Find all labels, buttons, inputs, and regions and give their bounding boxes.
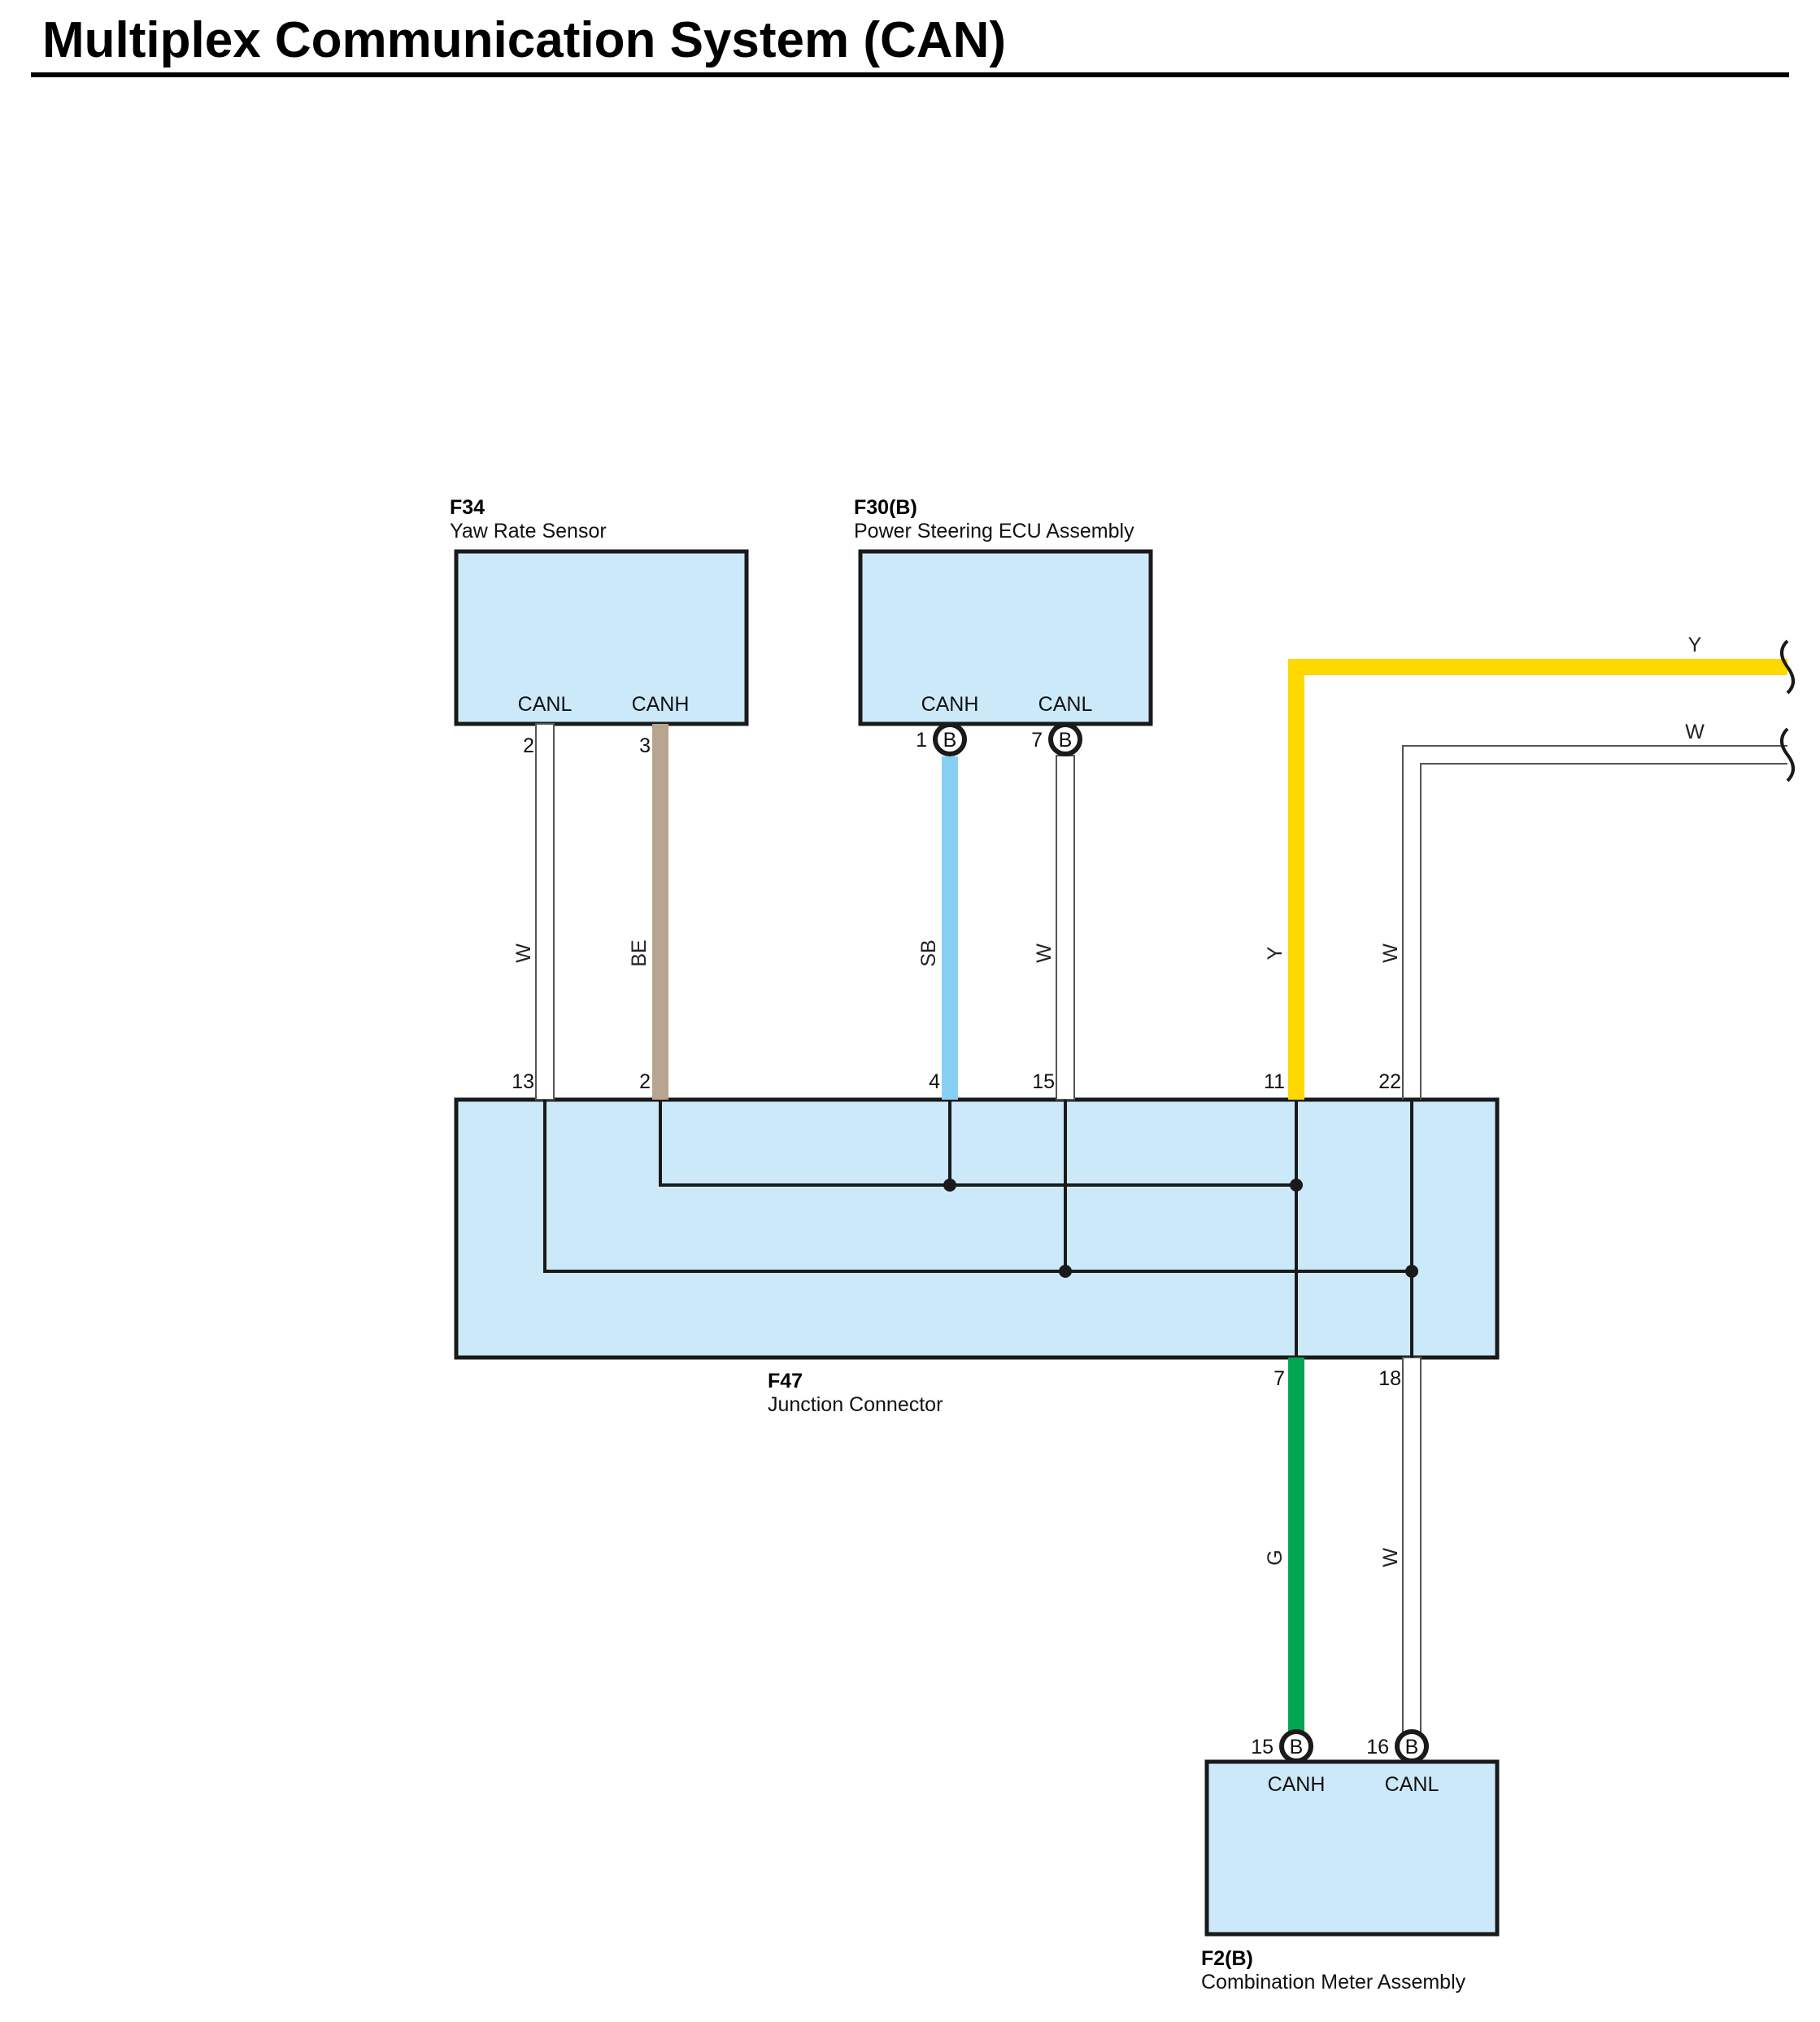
f34-box[interactable] <box>454 549 749 726</box>
f34-code: F34 <box>450 496 485 519</box>
f47-pin-13: 13 <box>512 1070 534 1093</box>
break-mark-w <box>1780 727 1795 782</box>
f30-name: Power Steering ECU Assembly <box>854 520 1134 543</box>
f34-terminal-canl: CANL <box>518 693 573 716</box>
f2-pin15-badge: B <box>1279 1729 1313 1763</box>
f47-pin-22: 22 <box>1378 1070 1401 1093</box>
f34-name: Yaw Rate Sensor <box>450 520 607 543</box>
f30-code: F30(B) <box>854 496 917 519</box>
f30-pin-7: 7 <box>1031 729 1043 752</box>
page-title: Multiplex Communication System (CAN) <box>42 12 1006 68</box>
f47-pin-15: 15 <box>1032 1070 1055 1093</box>
wire-code-top-w: W <box>1685 721 1705 743</box>
f30-pin7-badge: B <box>1048 722 1082 756</box>
f47-pin-4: 4 <box>929 1070 940 1093</box>
wire-meter-canl[interactable] <box>1402 1357 1422 1735</box>
f30-pin-1: 1 <box>916 729 927 752</box>
f47-pin-7: 7 <box>1274 1367 1285 1390</box>
f47-box[interactable] <box>454 1097 1500 1360</box>
f30-terminal-canh: CANH <box>921 693 979 716</box>
wire-f30-canl[interactable] <box>1056 755 1075 1100</box>
f47-name: Junction Connector <box>768 1393 943 1416</box>
f2-pin16-badge: B <box>1395 1729 1429 1763</box>
svg-text:B: B <box>1290 1736 1304 1758</box>
wire-code-ext-canl: W <box>1379 943 1402 963</box>
f47-code: F47 <box>768 1370 803 1392</box>
wire-code-top-y: Y <box>1688 634 1702 656</box>
wire-code-f34-canh: BE <box>628 939 651 966</box>
f2-terminal-canh: CANH <box>1268 1773 1326 1796</box>
f2-name: Combination Meter Assembly <box>1201 1971 1466 1994</box>
f2-pin-15: 15 <box>1251 1736 1274 1758</box>
wire-f30-canh[interactable] <box>942 756 958 1100</box>
f47-pin-18: 18 <box>1378 1367 1401 1390</box>
f47-pin-11: 11 <box>1264 1070 1285 1093</box>
f2-terminal-canl: CANL <box>1385 1773 1439 1796</box>
break-mark-y <box>1780 639 1795 695</box>
junction-dot <box>1059 1265 1072 1278</box>
f30-box[interactable] <box>858 549 1153 726</box>
wire-code-f34-canl: W <box>512 943 535 963</box>
f2-pin-16: 16 <box>1366 1736 1389 1758</box>
wire-f34-canh[interactable] <box>652 724 668 1100</box>
f47-pin-2: 2 <box>639 1070 651 1093</box>
f30-terminal-canl: CANL <box>1038 693 1093 716</box>
svg-text:B: B <box>1059 729 1073 752</box>
wire-meter-canh[interactable] <box>1288 1357 1304 1733</box>
wire-ext-canh[interactable] <box>1288 659 1787 1100</box>
junction-dot <box>1290 1179 1303 1192</box>
wire-code-f30-canh: SB <box>917 939 940 966</box>
f2-code: F2(B) <box>1201 1947 1253 1970</box>
svg-text:B: B <box>1405 1736 1419 1758</box>
f47-internal-wiring <box>543 1100 1413 1357</box>
wire-code-meter-canh: G <box>1264 1549 1287 1565</box>
wire-ext-canl[interactable] <box>1402 745 1787 1100</box>
f34-pin-2: 2 <box>523 734 534 757</box>
f2-box[interactable] <box>1204 1759 1500 1937</box>
wire-code-f30-canl: W <box>1033 943 1056 963</box>
wire-code-meter-canl: W <box>1379 1548 1402 1567</box>
wire-code-ext-canh: Y <box>1264 946 1287 960</box>
f30-pin1-badge: B <box>933 722 967 756</box>
f34-pin-3: 3 <box>639 734 651 757</box>
f34-terminal-canh: CANH <box>632 693 690 716</box>
svg-text:B: B <box>943 729 957 752</box>
wire-f34-canl[interactable] <box>535 723 555 1100</box>
junction-dot <box>943 1179 956 1192</box>
junction-dot <box>1405 1265 1418 1278</box>
title-rule <box>31 72 1789 77</box>
